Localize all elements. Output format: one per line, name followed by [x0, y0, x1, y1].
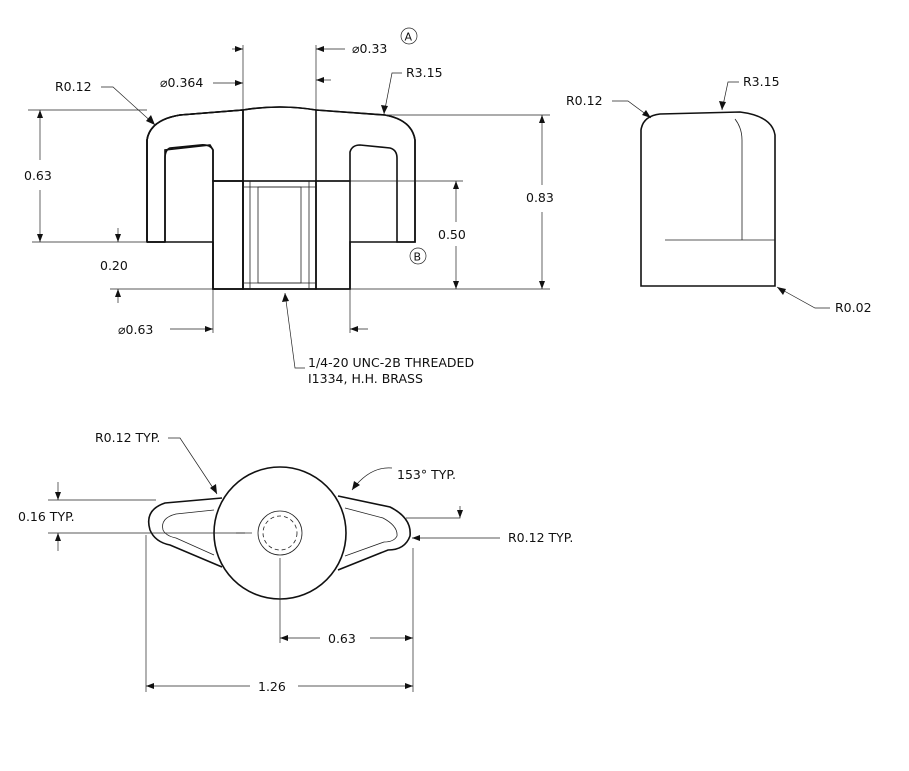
top-r-wing-top: R0.12 TYP. — [95, 430, 160, 445]
section-left-web — [146, 109, 244, 243]
left-wing — [147, 497, 223, 568]
section-left-hub — [212, 180, 244, 290]
dim-height-overall: 0.83 — [526, 190, 554, 205]
dim-height-insert: 0.50 — [438, 227, 466, 242]
insert-note-line1: 1/4-20 UNC-2B THREADED — [308, 355, 474, 370]
side-outline — [640, 111, 776, 287]
datum-a-label: A — [405, 31, 413, 44]
dim-dia-thread: ⌀0.33 — [352, 41, 387, 56]
top-wing-thickness: 0.16 TYP. — [18, 509, 75, 524]
top-angle: 153° TYP. — [397, 467, 456, 482]
dim-dia-hub: ⌀0.63 — [118, 322, 153, 337]
threaded-insert — [242, 180, 317, 290]
dim-r-top-left: R0.12 — [55, 79, 92, 94]
section-right-hub — [315, 180, 351, 290]
dim-height-rim: 0.63 — [24, 168, 52, 183]
section-outline — [146, 106, 416, 290]
datum-a-symbol — [400, 27, 418, 45]
dim-dia-bore: ⌀0.364 — [160, 75, 203, 90]
right-wing — [337, 495, 411, 571]
top-overall-span: 1.26 — [258, 679, 286, 694]
section-view: ⌀0.364 ⌀0.33 A R3.15 R0.12 0.63 — [24, 27, 554, 386]
datum-b-symbol — [409, 247, 427, 265]
side-r-corner: R0.12 — [566, 93, 603, 108]
side-r-crown: R3.15 — [743, 74, 780, 89]
dim-hub-step: 0.20 — [100, 258, 128, 273]
top-r-wing-tip: R0.12 TYP. — [508, 530, 573, 545]
side-view: R0.12 R3.15 R0.02 — [566, 74, 872, 315]
top-half-span: 0.63 — [328, 631, 356, 646]
top-view: R0.12 TYP. 153° TYP. 0.16 TYP. R0.12 TYP… — [18, 430, 573, 694]
section-body-left — [146, 109, 244, 290]
side-r-base: R0.02 — [835, 300, 872, 315]
section-right-web — [315, 109, 416, 243]
dim-r-crown: R3.15 — [406, 65, 443, 80]
insert-note-line2: I1334, H.H. BRASS — [308, 371, 423, 386]
datum-b-label: B — [414, 251, 422, 264]
